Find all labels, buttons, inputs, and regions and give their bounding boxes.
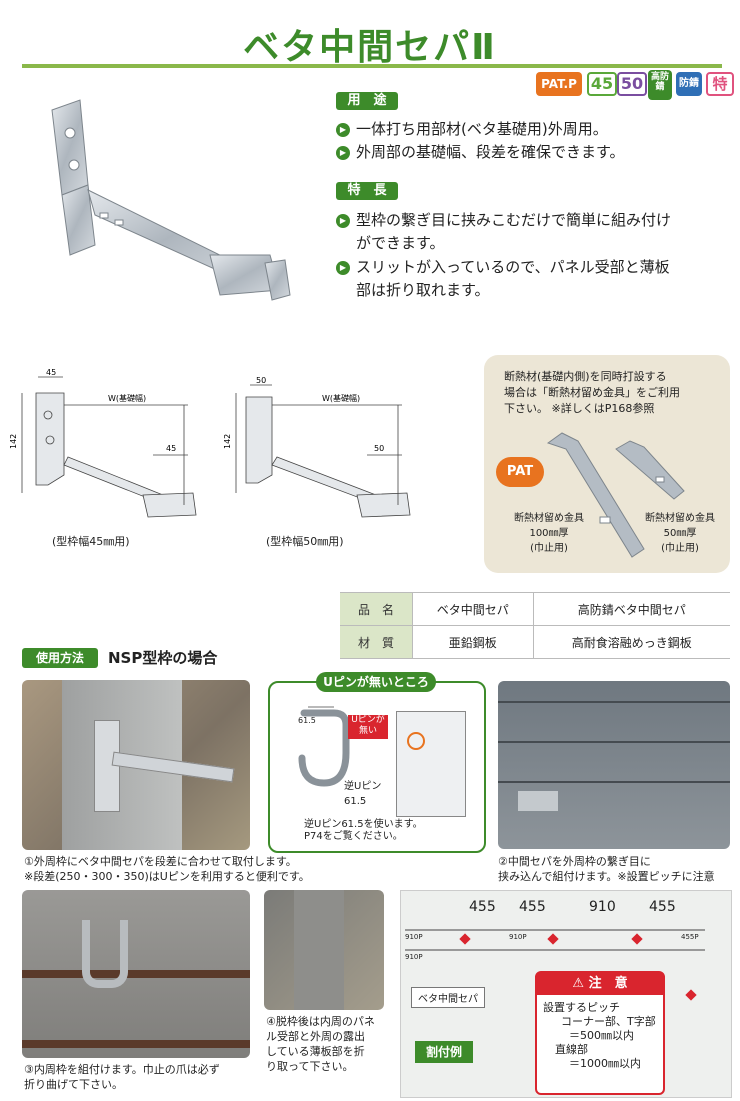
badge-50: 50 <box>617 72 647 96</box>
upin-callout: Uピンが 無い <box>348 715 388 739</box>
dim-label: 455 <box>649 899 676 915</box>
product-illustration <box>51 99 291 301</box>
warning-header: ⚠ 注 意 <box>537 973 663 995</box>
step3-caption: ③内周枠を組付けます。巾止の爪は必ず 折り曲げて下さい。 <box>24 1063 220 1091</box>
badge-rust: 防錆 <box>676 72 702 96</box>
badge-45: 45 <box>587 72 617 96</box>
diagram-45mm: 45 142 W(基礎幅) 45 <box>9 368 197 518</box>
howto-tag: 使用方法 <box>22 648 98 668</box>
dim-right-label: 50 <box>374 444 384 453</box>
dim-w-label: W(基礎幅) <box>322 393 360 403</box>
dim-top-label: 45 <box>46 368 56 377</box>
upin-panel: Uピンが無いところ 61.5 逆Uピン 61.5 Uピンが 無い 逆Uピン61.… <box>268 672 486 853</box>
spec-value: 高防錆ベタ中間セパ <box>532 592 730 626</box>
spec-table: 品 名 ベタ中間セパ 高防錆ベタ中間セパ 材 質 亜鉛鋼板 高耐食溶融めっき鋼板 <box>340 592 730 659</box>
title-rule <box>22 64 722 68</box>
insulation-note: 断熱材(基礎内側)を同時打設する <box>504 370 667 383</box>
step2-caption: ②中間セパを外周枠の繋ぎ目に 挟み込んで組付けます。※設置ピッチに注意 <box>498 855 715 883</box>
rebar-line <box>498 741 730 743</box>
badge-patp: PAT.P <box>536 72 582 96</box>
spec-label: 品 名 <box>340 592 413 626</box>
table-row: 材 質 亜鉛鋼板 高耐食溶融めっき鋼板 <box>340 625 730 659</box>
triangle-bullet-icon: ▶ <box>336 213 350 228</box>
step4-photo <box>264 890 384 1010</box>
bracket-50-caption: 断熱材留め金具 50㎜厚 (巾止用) <box>645 513 715 554</box>
insulation-bracket-illustration <box>546 432 685 558</box>
step3-photo <box>22 890 250 1058</box>
dim-right-label: 45 <box>166 444 176 453</box>
highlight-circle-icon <box>407 732 425 750</box>
spec-value: 亜鉛鋼板 <box>412 625 534 659</box>
grid-line <box>405 949 705 951</box>
warning-box: ⚠ 注 意 設置するピッチ コーナー部、T字部 ＝500㎜以内 直線部 ＝100… <box>535 971 665 1095</box>
diagram-50mm: 50 142 W(基礎幅) 50 <box>223 376 411 518</box>
rebar-line <box>22 970 250 978</box>
reverse-upin-label: 逆Uピン 61.5 <box>344 781 382 807</box>
grid-line <box>405 929 705 931</box>
pat-badge: PAT <box>496 457 544 487</box>
marker-diamond-icon <box>685 989 697 1001</box>
upin-header: Uピンが無いところ <box>316 672 436 692</box>
marker-diamond-icon <box>459 933 471 945</box>
panel-frame-illustration <box>396 711 466 817</box>
usage-heading: 用 途 <box>336 92 398 110</box>
layout-example: 455 455 910 455 910P 910P 910P 455P ベタ中間… <box>400 890 732 1098</box>
separator-bracket <box>518 791 558 811</box>
rebar-line <box>498 781 730 783</box>
rebar-line <box>22 1040 250 1048</box>
spec-value: ベタ中間セパ <box>412 592 534 626</box>
howto-title: NSP型枠の場合 <box>108 649 218 667</box>
grid-label: 910P <box>405 933 423 941</box>
feature-item: ▶型枠の繋ぎ目に挟みこむだけで簡単に組み付け <box>336 209 671 231</box>
marker-diamond-icon <box>631 933 643 945</box>
marker-diamond-icon <box>547 933 559 945</box>
dim-w-label: W(基礎幅) <box>108 393 146 403</box>
grid-label: 910P <box>405 953 423 961</box>
reverse-upin-illustration <box>298 706 350 787</box>
dim-top-label: 50 <box>256 376 266 385</box>
upin-note: 逆Uピン61.5を使います。 P74をご覧ください。 <box>304 819 423 842</box>
grid-label: 910P <box>509 933 527 941</box>
grid-label: 455P <box>681 933 699 941</box>
concrete-wall <box>294 890 344 1010</box>
step1-caption: ①外周枠にベタ中間セパを段差に合わせて取付します。 ※段差(250・300・35… <box>24 855 310 883</box>
feature-item-cont: ができます。 <box>356 234 445 252</box>
spec-label: 材 質 <box>340 625 413 659</box>
insulation-note: 場合は「断熱材留め金具」をご利用 <box>504 386 680 399</box>
badge-high-rust: 高防錆 <box>648 70 672 100</box>
step2-photo <box>498 681 730 849</box>
dim-label: 455 <box>519 899 546 915</box>
feature-item-cont: 部は折り取れます。 <box>356 281 490 299</box>
dim-side-label: 142 <box>9 434 18 449</box>
triangle-bullet-icon: ▶ <box>336 122 350 137</box>
badge-special: 特 <box>706 72 734 96</box>
rebar-line <box>498 701 730 703</box>
spec-value: 高耐食溶融めっき鋼板 <box>532 625 730 659</box>
insulation-panel: 断熱材(基礎内側)を同時打設する 場合は「断熱材留め金具」をご利用 下さい。 ※… <box>484 355 730 573</box>
dim-label: 455 <box>469 899 496 915</box>
diagram-45-caption: (型枠幅45㎜用) <box>52 535 130 548</box>
dim-label: 910 <box>589 899 616 915</box>
diagram-50-caption: (型枠幅50㎜用) <box>266 535 344 548</box>
usage-item: ▶一体打ち用部材(ベタ基礎用)外周用。 <box>336 118 608 140</box>
triangle-bullet-icon: ▶ <box>336 145 350 160</box>
step4-caption: ④脱枠後は内周のパネ ル受部と外周の露出 している薄板部を折 り取って下さい。 <box>266 1015 375 1073</box>
warning-icon: ⚠ <box>572 976 589 991</box>
page-title: ベタ中間セパⅡ <box>243 27 497 68</box>
features-heading: 特 長 <box>336 182 398 200</box>
bracket-100-caption: 断熱材留め金具 100㎜厚 (巾止用) <box>514 513 584 554</box>
layout-example-tag: 割付例 <box>415 1041 473 1063</box>
triangle-bullet-icon: ▶ <box>336 260 350 275</box>
usage-item: ▶外周部の基礎幅、段差を確保できます。 <box>336 141 625 163</box>
insulation-note: 下さい。 ※詳しくはP168参照 <box>504 402 655 415</box>
feature-item: ▶スリットが入っているので、パネル受部と薄板 <box>336 256 670 278</box>
table-row: 品 名 ベタ中間セパ 高防錆ベタ中間セパ <box>340 592 730 626</box>
step1-photo <box>22 680 250 850</box>
warning-text: 設置するピッチ コーナー部、T字部 ＝500㎜以内 直線部 ＝1000㎜以内 <box>543 1001 656 1070</box>
u-pin <box>82 920 128 988</box>
separator-callout: ベタ中間セパ <box>411 987 485 1008</box>
dim-side-label: 142 <box>223 434 232 449</box>
upin-dim: 61.5 <box>298 716 316 725</box>
